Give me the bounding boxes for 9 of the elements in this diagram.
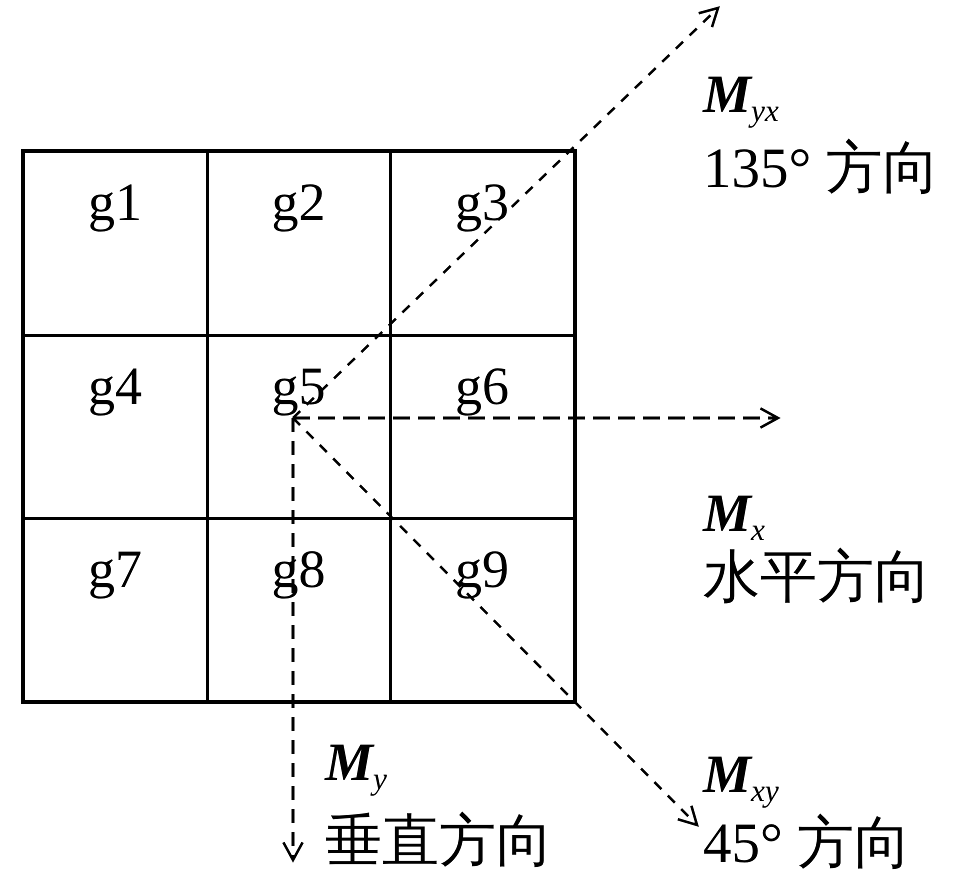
direction-label: 45° 方向 — [703, 815, 912, 872]
direction-label: 垂直方向 — [325, 813, 553, 870]
direction-label: 135° 方向 — [703, 140, 940, 197]
symbol-label: M$_{yx}$ — [703, 67, 780, 130]
symbol-label: M$_{x}$ — [703, 486, 766, 549]
direction-label: 水平方向 — [703, 549, 931, 606]
symbol-label: M$_{y}$ — [325, 735, 388, 798]
grid-cell — [20, 148, 208, 336]
symbol-label: M$_{xy}$ — [703, 747, 780, 810]
